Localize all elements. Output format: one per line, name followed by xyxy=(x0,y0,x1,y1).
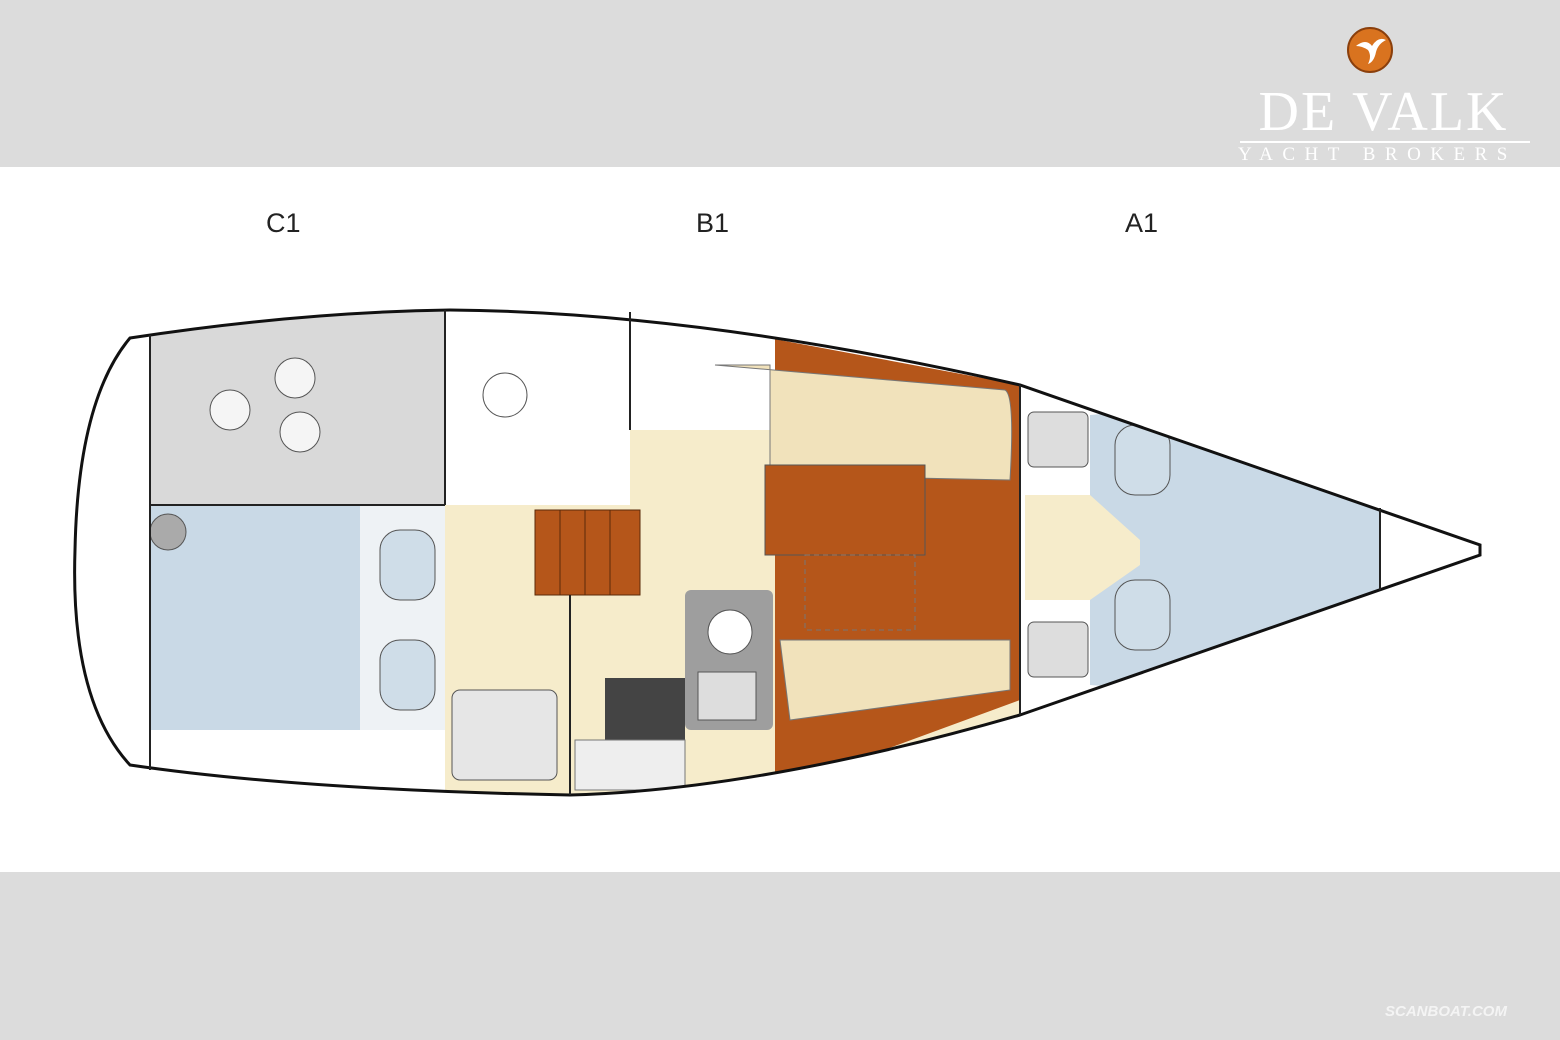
zone-label-b1: B1 xyxy=(696,208,730,238)
galley-cooler xyxy=(451,689,558,781)
bird-emblem-icon xyxy=(1347,27,1393,73)
companionway-steps xyxy=(534,509,641,596)
zone-label-a1: A1 xyxy=(1125,208,1159,238)
stove xyxy=(605,678,685,743)
header-band xyxy=(0,0,1560,167)
brand-name: DE VALK xyxy=(1258,81,1509,143)
zone-label-c1: C1 xyxy=(266,208,301,238)
de-valk-logo: DE VALK YACHT BROKERS xyxy=(1236,24,1536,169)
brand-subtitle: YACHT BROKERS xyxy=(1238,144,1517,165)
aft-berth xyxy=(150,505,360,730)
hull-outline xyxy=(73,308,1482,797)
scanboat-watermark: SCANBOAT.COM xyxy=(1385,1003,1507,1020)
brand-divider xyxy=(1240,141,1530,143)
aft-locker xyxy=(150,312,445,505)
footer-band xyxy=(0,872,1560,1040)
